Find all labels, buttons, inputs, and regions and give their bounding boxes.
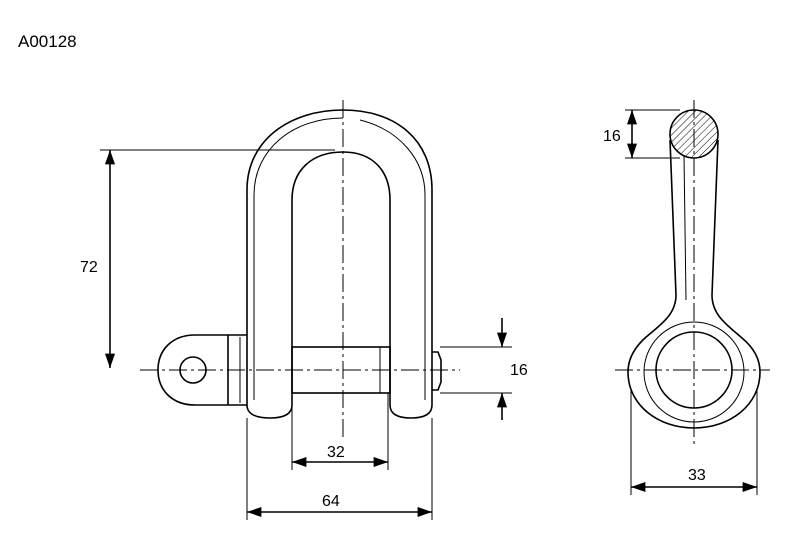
side-eye-ring [643,321,745,423]
pin-body [291,346,391,394]
drawing-code: A00128 [18,32,77,51]
bow-outer [246,109,433,405]
dim-33-label: 33 [688,467,706,484]
dim-pin-label: 16 [510,362,528,379]
bow-inner [291,151,391,405]
front-view: 72 16 32 64 [80,100,528,520]
body-section-hatched [669,109,719,159]
pin-tip [432,351,442,391]
leg-right-bottom [389,404,433,419]
leg-left-bottom [246,404,293,419]
side-stem-shade [683,154,687,301]
bow-shade-line-right [359,119,426,400]
side-stem [627,139,761,429]
side-view: 16 33 [603,100,770,495]
dim-body-label: 16 [603,128,621,145]
pin-eye-hole [179,356,207,384]
dim-64-label: 64 [322,493,340,510]
bow-shade-line [253,117,344,400]
side-eye-hole [655,331,733,409]
pin-eye [157,334,247,406]
dim-32-label: 32 [327,444,345,461]
dim-72-label: 72 [80,259,98,276]
